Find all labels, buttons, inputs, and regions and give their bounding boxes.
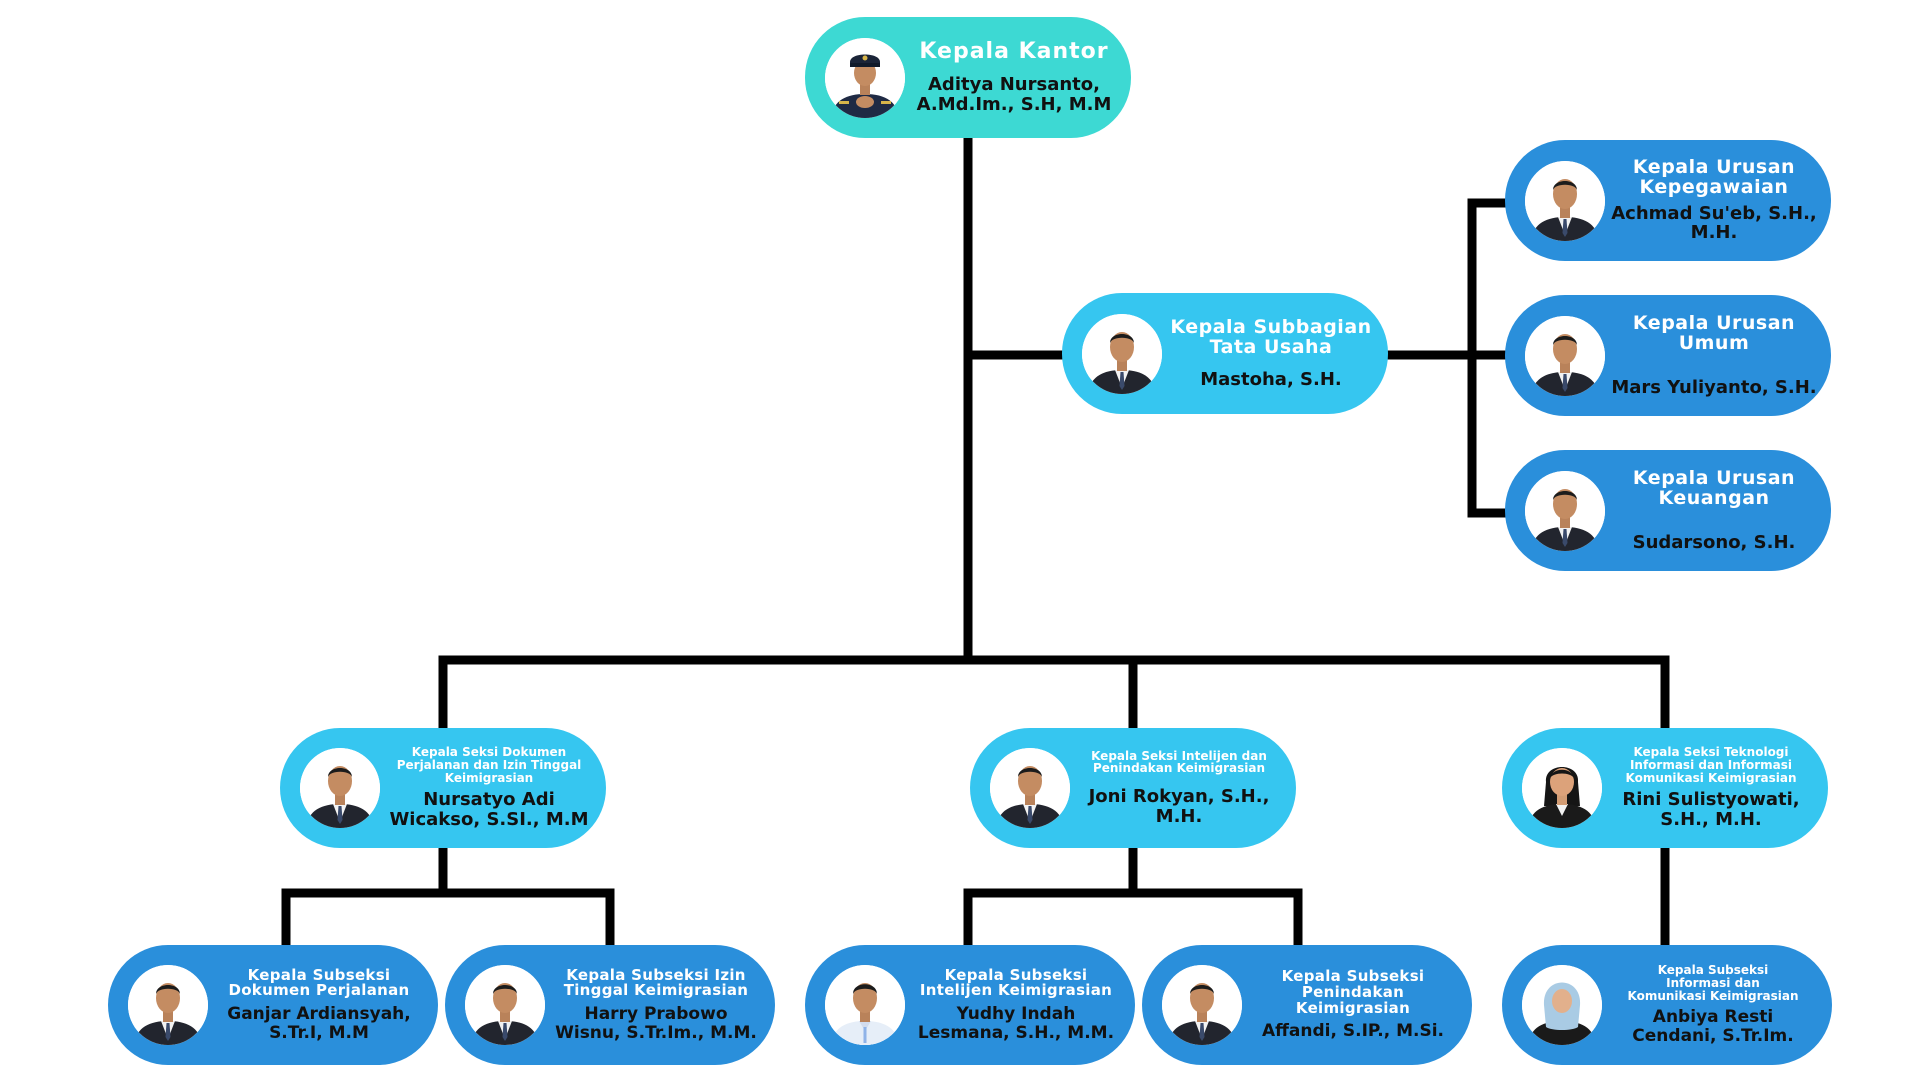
node-title: Kepala Seksi Dokumen Perjalanan dan Izin… xyxy=(396,745,582,785)
person-suit-icon xyxy=(990,748,1070,828)
node-name: Aditya Nursanto, A.Md.Im., S.H, M.M xyxy=(916,74,1112,116)
node-seksi-dokumen: Kepala Seksi Dokumen Perjalanan dan Izin… xyxy=(280,728,606,848)
node-seksi-intelijen: Kepala Seksi Intelijen dan Penindakan Ke… xyxy=(970,728,1296,848)
node-title: Kepala Seksi Teknologi Informasi dan Inf… xyxy=(1625,745,1797,785)
node-name: Achmad Su'eb, S.H., M.H. xyxy=(1611,202,1817,244)
person-suit-icon xyxy=(1082,313,1162,394)
node-name: Harry Prabowo Wisnu, S.Tr.Im., M.M. xyxy=(555,1004,757,1043)
node-title: Kepala Urusan Kepegawaian xyxy=(1632,155,1796,198)
person-suit-icon xyxy=(1525,315,1605,396)
person-suit-icon xyxy=(300,748,380,828)
node-urusan-kepegawaian: Kepala Urusan Kepegawaian Achmad Su'eb, … xyxy=(1505,140,1831,261)
node-title: Kepala Urusan Umum xyxy=(1632,311,1796,354)
node-name: Nursatyo Adi Wicakso, S.SI., M.M xyxy=(389,789,589,830)
node-name: Affandi, S.IP., M.Si. xyxy=(1262,1021,1444,1042)
node-title: Kepala Urusan Keuangan xyxy=(1632,466,1796,509)
node-urusan-umum: Kepala Urusan Umum Mars Yuliyanto, S.H. xyxy=(1505,295,1831,416)
node-title: Kepala Seksi Intelijen dan Penindakan Ke… xyxy=(1091,748,1267,776)
person-hijab-icon xyxy=(1522,965,1602,1045)
person-woman-icon xyxy=(1522,748,1602,828)
node-title: Kepala Subseksi Penindakan Keimigrasian xyxy=(1281,967,1425,1017)
node-name: Ganjar Ardiansyah, S.Tr.I, M.M xyxy=(227,1004,411,1043)
node-name: Yudhy Indah Lesmana, S.H., M.M. xyxy=(917,1004,1115,1043)
node-name: Sudarsono, S.H. xyxy=(1632,531,1796,553)
node-name: Mastoha, S.H. xyxy=(1200,368,1342,390)
person-suit-icon xyxy=(465,965,545,1045)
node-subseksi-penindakan: Kepala Subseksi Penindakan Keimigrasian … xyxy=(1142,945,1472,1065)
node-title: Kepala Subbagian Tata Usaha xyxy=(1170,315,1372,358)
person-suit-icon xyxy=(128,965,208,1045)
node-title: Kepala Subseksi Dokumen Perjalanan xyxy=(228,965,410,1000)
node-subseksi-izin-tinggal: Kepala Subseksi Izin Tinggal Keimigrasia… xyxy=(445,945,775,1065)
node-urusan-keuangan: Kepala Urusan Keuangan Sudarsono, S.H. xyxy=(1505,450,1831,571)
node-kepala-kantor: Kepala Kantor Aditya Nursanto, A.Md.Im.,… xyxy=(805,17,1131,138)
person-suit-icon xyxy=(1162,965,1242,1045)
node-name: Joni Rokyan, S.H., M.H. xyxy=(1088,785,1270,827)
node-subbag-tata-usaha: Kepala Subbagian Tata Usaha Mastoha, S.H… xyxy=(1062,293,1388,414)
person-suit-icon xyxy=(1525,160,1605,241)
node-name: Mars Yuliyanto, S.H. xyxy=(1611,376,1817,398)
node-subseksi-intelijen: Kepala Subseksi Intelijen Keimigrasian Y… xyxy=(805,945,1135,1065)
node-subseksi-dokumen: Kepala Subseksi Dokumen Perjalanan Ganja… xyxy=(108,945,438,1065)
person-suit-icon xyxy=(1525,470,1605,551)
person-shirt-icon xyxy=(825,965,905,1045)
person-uniform-icon xyxy=(825,37,905,118)
node-title: Kepala Subseksi Intelijen Keimigrasian xyxy=(919,965,1113,1000)
node-subseksi-informasi: Kepala Subseksi Informasi dan Komunikasi… xyxy=(1502,945,1832,1065)
node-name: Anbiya Resti Cendani, S.Tr.Im. xyxy=(1632,1007,1794,1046)
node-title: Kepala Kantor xyxy=(919,39,1109,65)
node-title: Kepala Subseksi Informasi dan Komunikasi… xyxy=(1627,963,1799,1003)
node-name: Rini Sulistyowati, S.H., M.H. xyxy=(1622,789,1800,830)
node-seksi-tik: Kepala Seksi Teknologi Informasi dan Inf… xyxy=(1502,728,1828,848)
node-title: Kepala Subseksi Izin Tinggal Keimigrasia… xyxy=(563,965,749,1000)
